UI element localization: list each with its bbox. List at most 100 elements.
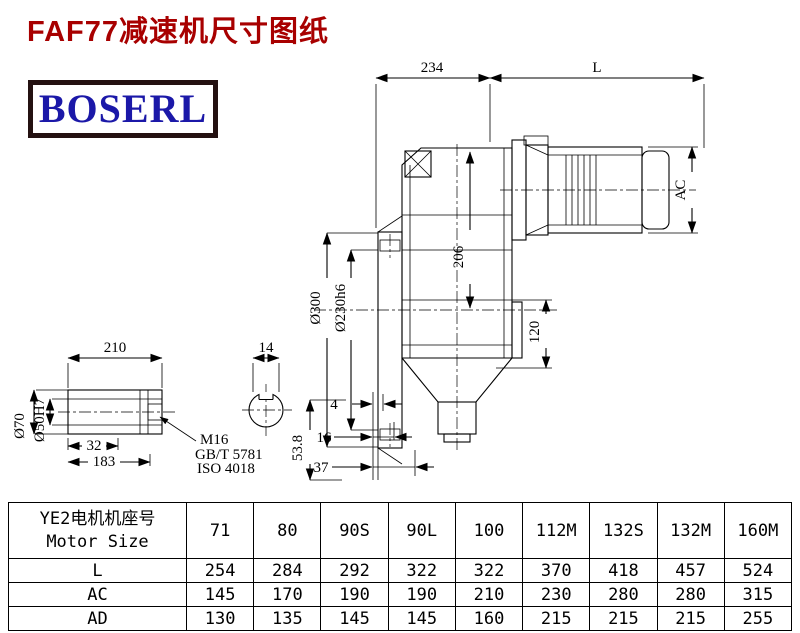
cell: 145 (185, 582, 255, 607)
motor (511, 135, 670, 241)
cell: 170 (253, 582, 322, 607)
cell: 457 (656, 558, 725, 583)
dim-210: 210 (67, 340, 163, 388)
header-cn: YE2电机机座号 (39, 508, 156, 529)
dim-210-label: 210 (104, 340, 127, 356)
cell: 130 (185, 606, 255, 631)
cell: 280 (656, 582, 725, 607)
cell: 254 (185, 558, 255, 583)
cell: 292 (320, 558, 389, 583)
cell: 322 (454, 558, 524, 583)
row-label: AC (8, 582, 187, 607)
motor-size-col-2: 90S (320, 502, 389, 559)
dim-dia50: Ø50H7 (32, 397, 68, 442)
mounting-flange (377, 215, 403, 465)
motor-size-col-7: 132M (656, 502, 725, 559)
motor-size-col-1: 80 (253, 502, 322, 559)
dim-234-label: 234 (421, 60, 444, 76)
dim-53-8: 53.8 (290, 399, 346, 481)
cell: 215 (522, 606, 591, 631)
dim-dia300: Ø300 (308, 232, 378, 448)
motor-size-col-5: 112M (522, 502, 591, 559)
cell: 190 (387, 582, 456, 607)
dim-32: 32 (67, 438, 119, 454)
dim-L: L (489, 60, 705, 83)
dim-32-label: 32 (87, 438, 102, 454)
motor-size-col-0: 71 (185, 502, 255, 559)
dim-37-label: 37 (314, 460, 330, 476)
boserl-logo: BOSERL (28, 80, 218, 138)
cell: 370 (522, 558, 591, 583)
table-row-AC: AC 145 170 190 190 210 230 280 280 315 (8, 582, 793, 607)
standard-gb-label: GB/T 5781 (195, 447, 263, 463)
cell: 145 (320, 606, 389, 631)
dim-16-label: 16 (317, 430, 333, 446)
motor-size-col-3: 90L (387, 502, 456, 559)
cell: 418 (589, 558, 658, 583)
cell: 215 (656, 606, 725, 631)
dim-37: 37 (314, 450, 434, 476)
cell: 160 (454, 606, 524, 631)
gearbox-housing (401, 147, 523, 443)
cell: 135 (253, 606, 322, 631)
dim-183: 183 (67, 454, 151, 470)
dim-dia230: Ø230h6 (333, 249, 378, 431)
row-label: AD (8, 606, 187, 631)
table-row-AD: AD 130 135 145 145 160 215 215 215 255 (8, 606, 793, 631)
thread-callout: M16 GB/T 5781 ISO 4018 (159, 416, 263, 477)
cell: 190 (320, 582, 389, 607)
side-view: 234 L AC 206 Ø300 (290, 60, 705, 481)
dim-14-label: 14 (259, 340, 275, 356)
dim-234: 234 (375, 60, 705, 228)
dimension-table: YE2电机机座号 Motor Size 71 80 90S 90L 100 11… (8, 502, 793, 631)
dim-14: 14 (252, 340, 280, 392)
header-en: Motor Size (46, 531, 149, 552)
dim-AC: AC (648, 146, 698, 234)
terminal-box (523, 135, 549, 146)
dim-120-label: 120 (527, 321, 543, 344)
motor-size-col-6: 132S (589, 502, 658, 559)
dim-dia300-label: Ø300 (308, 291, 324, 324)
dim-4: 4 (330, 392, 402, 480)
standard-iso-label: ISO 4018 (197, 461, 255, 477)
shaft-section-view: 14 (242, 340, 292, 436)
dim-120: 120 (496, 299, 552, 369)
cell: 524 (723, 558, 793, 583)
thread-label: M16 (200, 432, 229, 448)
cell: 284 (253, 558, 322, 583)
dim-dia70-label: Ø70 (12, 413, 28, 439)
shaft-detail-view: 210 Ø70 Ø50H7 32 183 M16 GB/T 5781 (12, 340, 263, 477)
motor-size-header-cell: YE2电机机座号 Motor Size (8, 502, 187, 559)
dim-4-label: 4 (330, 397, 338, 413)
dim-206-label: 206 (451, 245, 467, 268)
cell: 230 (522, 582, 591, 607)
table-row-L: L 254 284 292 322 322 370 418 457 524 (8, 558, 793, 583)
cell: 315 (723, 582, 793, 607)
dim-53-8-label: 53.8 (290, 435, 306, 461)
motor-size-col-4: 100 (454, 502, 524, 559)
technical-drawing: 234 L AC 206 Ø300 (12, 60, 705, 481)
motor-size-col-8: 160M (723, 502, 793, 559)
dim-dia230-label: Ø230h6 (333, 283, 349, 332)
row-label: L (8, 558, 187, 583)
cell: 255 (723, 606, 793, 631)
boserl-logo-text: BOSERL (38, 86, 208, 131)
cell: 145 (387, 606, 456, 631)
cell: 322 (387, 558, 456, 583)
dim-dia50-label: Ø50H7 (32, 397, 48, 442)
eyebolt-mark (404, 150, 432, 178)
dim-dia70: Ø70 (12, 389, 68, 439)
dim-16: 16 (317, 430, 412, 446)
page-title: FAF77减速机尺寸图纸 (27, 16, 330, 48)
tapped-hole (147, 403, 163, 421)
dim-183-label: 183 (93, 454, 116, 470)
keyway (258, 394, 274, 401)
cell: 210 (454, 582, 524, 607)
dim-206: 206 (451, 151, 475, 309)
dim-AC-label: AC (673, 180, 689, 201)
cell: 215 (589, 606, 658, 631)
cell: 280 (589, 582, 658, 607)
fan-cover (641, 150, 670, 230)
motor-fins (565, 155, 597, 225)
table-header-row: YE2电机机座号 Motor Size 71 80 90S 90L 100 11… (8, 502, 793, 559)
